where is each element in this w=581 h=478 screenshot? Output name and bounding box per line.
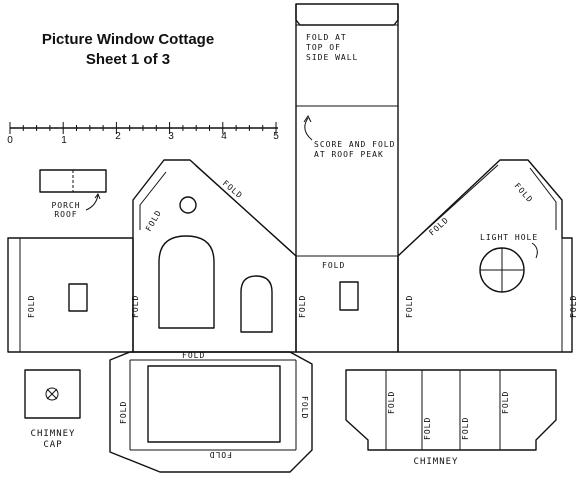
title-line-2: Sheet 1 of 3: [86, 51, 170, 68]
porch-roof-piece: PORCH ROOF: [39, 169, 107, 219]
fold-label-side-left: FOLD: [298, 295, 307, 318]
fold-label-side-right: FOLD: [405, 295, 414, 318]
base-window: [147, 365, 281, 443]
fold-top-label-2: TOP OF: [306, 43, 341, 52]
fold-label-base-left: FOLD: [119, 401, 128, 424]
fold-label-chimney-4: FOLD: [501, 391, 510, 414]
chimney-cap-piece: CHIMNEY CAP: [24, 369, 81, 450]
fold-label-front-roof-left: FOLD: [144, 208, 163, 233]
title-line-1: Picture Window Cottage: [42, 31, 214, 48]
score-fold-label-1: SCORE AND FOLD: [314, 140, 395, 149]
ruler-label-1: 1: [61, 135, 67, 146]
score-fold-label-2: AT ROOF PEAK: [314, 150, 384, 159]
score-arrow-icon: [304, 117, 313, 141]
fold-label-left-flap: FOLD: [27, 295, 36, 318]
chimney-cap-label-2: CAP: [43, 440, 62, 450]
fold-label-base-top: FOLD: [182, 351, 205, 360]
ruler: 0 1 2 3 4 5: [7, 122, 279, 146]
fold-label-chimney-2: FOLD: [423, 417, 432, 440]
porch-label-2: ROOF: [54, 210, 77, 219]
light-hole-label: LIGHT HOLE: [480, 233, 538, 242]
front-door-window: [240, 275, 273, 333]
chimney-label: CHIMNEY: [414, 457, 459, 467]
porch-arrow-icon: [85, 194, 99, 211]
fold-top-label-1: FOLD AT: [306, 33, 347, 42]
fold-top-label-3: SIDE WALL: [306, 53, 358, 62]
side-wall-window: [339, 281, 359, 311]
ruler-label-0: 0: [7, 135, 13, 146]
ruler-label-5: 5: [273, 131, 279, 142]
cap-mark-icon: [45, 387, 59, 401]
front-arched-window: [158, 235, 215, 329]
fold-label-base-bottom: FOLD: [209, 450, 232, 459]
base-piece: FOLD FOLD FOLD FOLD: [109, 351, 313, 473]
chimney-piece: FOLD FOLD FOLD FOLD CHIMNEY: [345, 369, 557, 467]
ruler-label-2: 2: [115, 131, 121, 142]
fold-label-front-left: FOLD: [131, 295, 140, 318]
light-hole-arrow-icon: [531, 242, 538, 259]
fold-label-chimney-1: FOLD: [387, 391, 396, 414]
fold-label-chimney-3: FOLD: [461, 417, 470, 440]
fold-label-back-right: FOLD: [569, 295, 578, 318]
ruler-label-3: 3: [168, 131, 174, 142]
gable-round-window: [179, 196, 197, 214]
porch-label-1: PORCH: [51, 201, 80, 210]
fold-label-base-right: FOLD: [300, 396, 309, 419]
fold-label-front-roof-right: FOLD: [221, 179, 245, 201]
left-side-window: [68, 283, 88, 312]
ruler-label-4: 4: [221, 131, 227, 142]
house-body: [7, 3, 573, 353]
fold-label-back-roof-right: FOLD: [513, 181, 535, 204]
chimney-cap-label-1: CHIMNEY: [31, 429, 76, 439]
fold-label-side-wall: FOLD: [322, 261, 345, 270]
